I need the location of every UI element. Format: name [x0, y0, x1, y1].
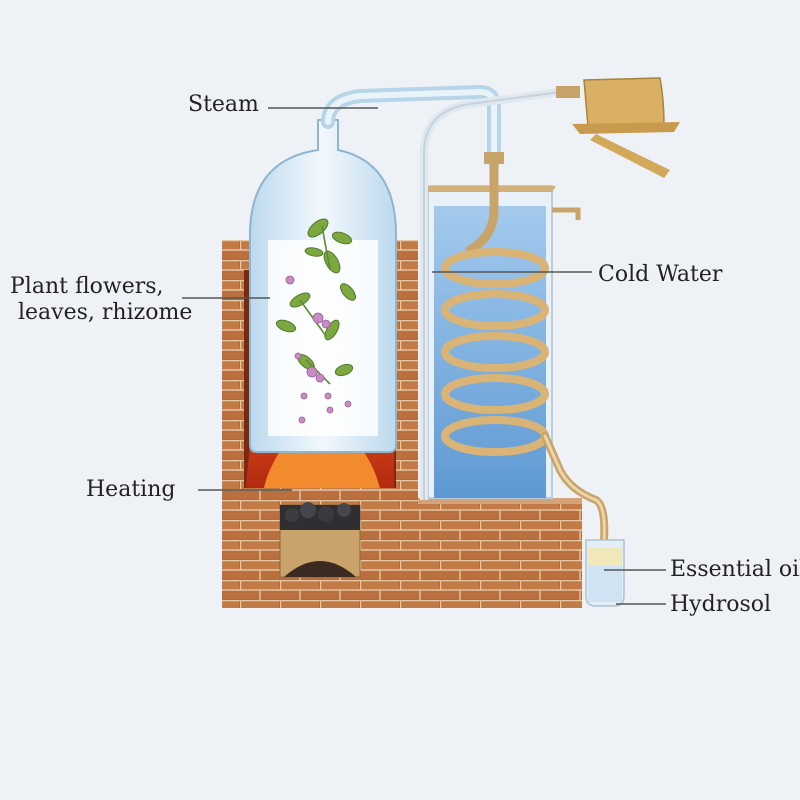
label-steam: Steam — [188, 92, 259, 117]
water-inlet-pipe — [420, 86, 580, 500]
firebox — [279, 502, 361, 578]
label-heating: Heating — [86, 477, 176, 502]
label-plant-line-1: Plant flowers, — [10, 274, 164, 299]
label-leader-lines — [182, 107, 666, 605]
label-plant-line-2: leaves, rhizome — [18, 300, 193, 325]
label-hydrosol: Hydrosol — [670, 592, 772, 617]
label-essential-oil-text: Essential oil — [670, 557, 800, 582]
still-vessel — [249, 119, 397, 453]
plant-material-icon — [275, 218, 356, 424]
condenser-coil — [441, 155, 609, 544]
water-funnel-icon — [572, 77, 680, 178]
collection-flask — [585, 539, 625, 607]
label-cold-water: Cold Water — [598, 262, 723, 287]
label-essential-oil: Essential oil — [670, 557, 800, 583]
label-plant-flowers: Plant flowers, leaves, rhizome — [10, 274, 192, 326]
